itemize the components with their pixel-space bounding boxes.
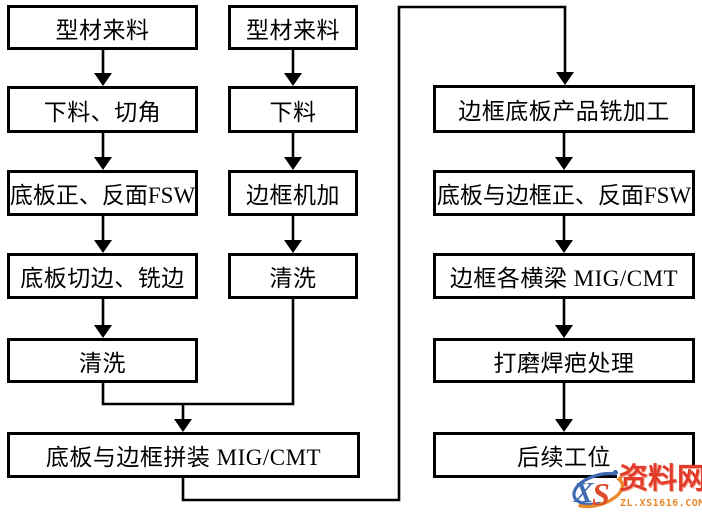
flow-box-label: 底板正、反面FSW <box>9 183 196 208</box>
flow-box-l1-profile-incoming: 型材来料 <box>7 5 198 50</box>
watermark-site-url: ZL.XS1616.COM <box>620 498 702 509</box>
flow-box-label: 下料 <box>269 99 317 125</box>
flow-box-m1-profile-incoming: 型材来料 <box>228 5 358 50</box>
arrow-down <box>555 216 573 253</box>
flow-box-l5-cleaning: 清洗 <box>7 338 198 383</box>
flow-box-merge-assembly-mig-cmt: 底板与边框拼装 MIG/CMT <box>7 432 360 478</box>
flow-box-label: 打磨焊疤处理 <box>493 350 635 376</box>
arrow-down <box>284 50 302 86</box>
flow-box-label: 底板与边框正、反面FSW <box>436 183 692 208</box>
arrow-down <box>284 216 302 253</box>
arrow-down <box>94 299 112 338</box>
flow-box-l3-baseplate-fsw: 底板正、反面FSW <box>7 170 198 216</box>
flow-box-label: 型材来料 <box>55 17 150 43</box>
flow-box-r3-crossbeam-mig-cmt: 边框各横梁 MIG/CMT <box>433 253 695 299</box>
flow-box-r1-product-milling: 边框底板产品铣加工 <box>433 85 695 133</box>
logo-dot <box>612 469 619 476</box>
arrow-down <box>284 133 302 170</box>
arrow-down <box>555 383 573 432</box>
arrow-down <box>94 133 112 170</box>
arrow-down <box>555 133 573 170</box>
logo-swoosh <box>572 465 637 509</box>
watermark-site-name: 资料网 <box>619 463 702 495</box>
flow-box-label: 后续工位 <box>517 445 611 470</box>
flow-box-m3-frame-machining: 边框机加 <box>228 170 358 216</box>
flow-box-label: 底板与边框拼装 MIG/CMT <box>45 445 322 470</box>
logo-letter-x: X <box>573 477 594 509</box>
flow-box-label: 下料、切角 <box>43 99 162 125</box>
flow-box-r4-weld-grinding: 打磨焊疤处理 <box>433 338 695 383</box>
flow-box-l2-blanking-corner-cut: 下料、切角 <box>7 86 198 133</box>
flow-box-r5-next-station: 后续工位 <box>433 432 695 478</box>
flow-box-label: 边框各横梁 MIG/CMT <box>449 266 679 291</box>
flow-box-label: 底板切边、铣边 <box>20 266 185 291</box>
flow-box-label: 清洗 <box>79 350 126 376</box>
flow-box-m4-cleaning: 清洗 <box>228 253 358 299</box>
loop-connector <box>181 5 574 502</box>
merge-connector <box>101 299 295 406</box>
flow-box-m2-blanking: 下料 <box>228 86 358 133</box>
watermark: X S 资料网 ZL.XS1616.COM <box>563 452 702 515</box>
arrow-down <box>174 404 192 432</box>
flow-box-label: 型材来料 <box>246 17 340 43</box>
flow-box-r2-baseplate-frame-fsw: 底板与边框正、反面FSW <box>433 170 695 216</box>
flow-box-l4-baseplate-edge-mill: 底板切边、铣边 <box>7 253 198 299</box>
watermark-background <box>617 465 702 515</box>
flow-box-label: 边框机加 <box>246 183 340 208</box>
watermark-logo: X S <box>572 465 637 512</box>
arrow-down <box>555 299 573 338</box>
logo-letter-s: S <box>592 476 610 512</box>
flow-box-label: 边框底板产品铣加工 <box>458 99 670 124</box>
arrow-down <box>94 50 112 86</box>
flow-box-label: 清洗 <box>269 266 317 291</box>
arrow-down <box>94 216 112 253</box>
